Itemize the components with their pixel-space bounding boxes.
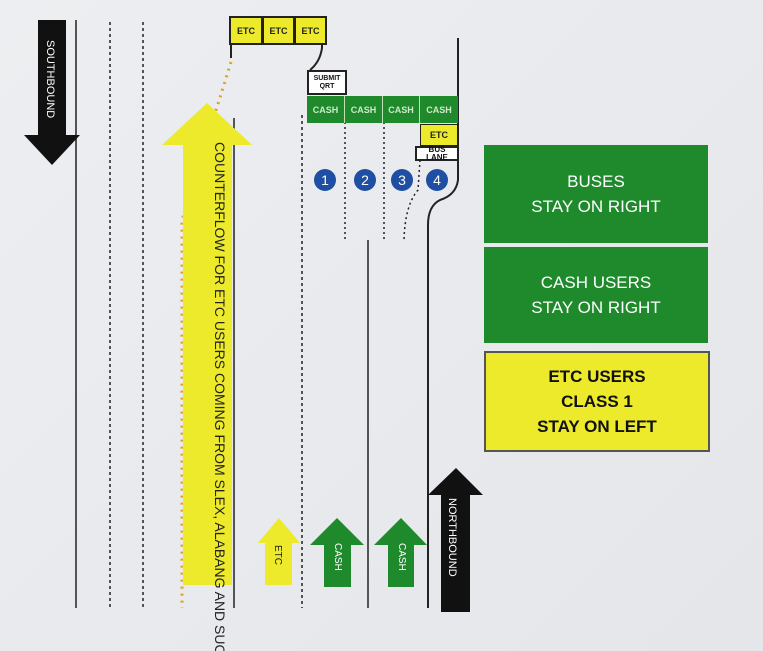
cash-users-sign: CASH USERS STAY ON RIGHT xyxy=(484,247,708,343)
lane-number-1: 1 xyxy=(314,169,336,191)
buses-sign: BUSES STAY ON RIGHT xyxy=(484,145,708,243)
etc-arrow xyxy=(258,518,300,585)
sign-line: STAY ON RIGHT xyxy=(531,298,661,317)
counterflow-arrow xyxy=(162,103,252,585)
submit-qrt-booth: SUBMIT QRT xyxy=(307,70,347,95)
cash-arrow-1 xyxy=(310,518,364,587)
etc-booth: ETC xyxy=(294,16,327,45)
southbound-arrow xyxy=(24,20,80,165)
lane-divider xyxy=(403,159,421,241)
northbound-arrow xyxy=(428,468,483,612)
lane-number-3: 3 xyxy=(391,169,413,191)
etc-arrow-label: ETC xyxy=(272,545,283,565)
etc-booth: ETC xyxy=(229,16,263,45)
northbound-label: NORTHBOUND xyxy=(446,498,458,577)
cash-booth: CASH xyxy=(420,96,458,123)
cash-arrow-2 xyxy=(374,518,427,587)
lane-number-4: 4 xyxy=(426,169,448,191)
etc-users-sign: ETC USERS CLASS 1 STAY ON LEFT xyxy=(484,351,710,452)
counterflow-label: COUNTERFLOW FOR ETC USERS COMING FROM SL… xyxy=(212,142,228,651)
bus-lane-label: BUS LANE xyxy=(415,145,459,161)
sign-line: ETC USERS xyxy=(548,367,646,386)
cash-booth: CASH xyxy=(383,96,420,123)
sign-line: CASH USERS xyxy=(540,273,652,292)
cash-arrow-label-2: CASH xyxy=(396,543,407,571)
cash-booth: CASH xyxy=(307,96,345,123)
sign-line: CLASS 1 xyxy=(561,392,633,411)
sign-line: STAY ON RIGHT xyxy=(531,197,661,216)
etc-booth: ETC xyxy=(262,16,295,45)
booth-connector xyxy=(309,28,323,71)
road-edge-line xyxy=(427,38,459,608)
etc-lane4-booth: ETC xyxy=(420,124,458,146)
lane-number-2: 2 xyxy=(354,169,376,191)
cash-booth: CASH xyxy=(345,96,383,123)
sign-line: BUSES xyxy=(567,172,625,191)
cash-arrow-label-1: CASH xyxy=(332,543,343,571)
sign-line: STAY ON LEFT xyxy=(537,417,657,436)
southbound-label: SOUTHBOUND xyxy=(44,40,56,119)
